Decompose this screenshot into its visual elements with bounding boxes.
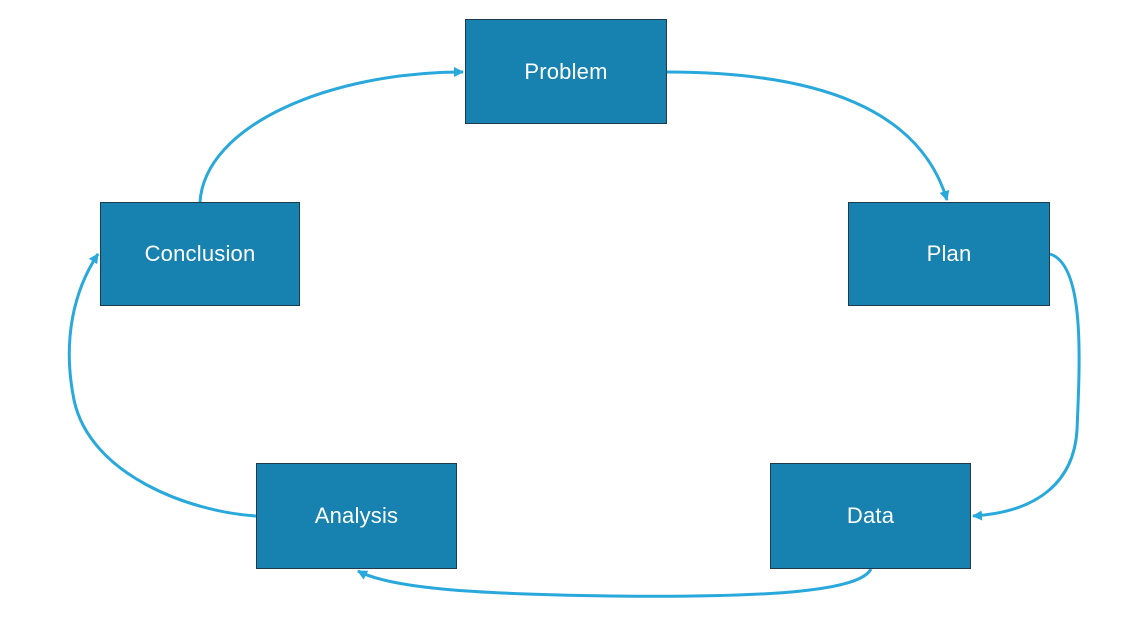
arrow-data-to-analysis — [357, 568, 873, 598]
node-label: Data — [846, 503, 895, 528]
node-conclusion: Conclusion — [100, 202, 300, 306]
arrow-conclusion-to-problem — [198, 67, 464, 203]
node-label: Plan — [926, 241, 972, 266]
arrow-plan-to-data — [972, 252, 1081, 521]
node-label: Analysis — [314, 503, 399, 528]
node-analysis: Analysis — [256, 463, 457, 569]
arrow-analysis-to-conclusion — [67, 253, 257, 518]
node-plan: Plan — [848, 202, 1050, 306]
arrow-problem-to-plan — [666, 70, 950, 201]
node-data: Data — [770, 463, 971, 569]
node-problem: Problem — [465, 19, 667, 124]
node-label: Problem — [524, 58, 608, 84]
node-label: Conclusion — [144, 241, 256, 266]
